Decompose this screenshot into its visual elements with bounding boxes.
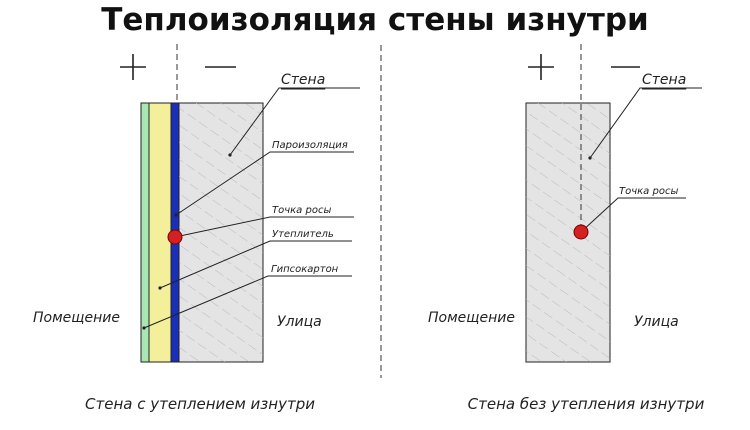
wall-leader (229, 87, 360, 156)
right-diagram: Стена Точка росы Помещение Улица Стена б… (428, 44, 705, 413)
left-diagram: Стена Пароизоляция Точка росы Утеплитель… (33, 44, 360, 413)
label-wall: Стена (281, 72, 325, 88)
label-room: Помещение (33, 310, 120, 326)
label-dew-point: Точка росы (619, 186, 678, 197)
wall-hatch (179, 103, 263, 362)
label-wall: Стена (642, 72, 686, 88)
label-dew-point: Точка росы (272, 205, 331, 216)
label-insulation: Утеплитель (272, 229, 334, 240)
insulation-layer (148, 102, 172, 363)
plus-sign (120, 54, 146, 80)
label-room: Помещение (428, 310, 515, 326)
right-caption: Стена без утепления изнутри (468, 395, 705, 413)
label-street: Улица (277, 314, 322, 330)
dew-point-marker (167, 229, 183, 245)
page-title: Теплоизоляция стены изнутри (101, 2, 648, 38)
label-street: Улица (634, 314, 679, 330)
drywall-layer (140, 102, 150, 363)
wall-hatch (526, 103, 610, 362)
label-drywall: Гипсокартон (271, 264, 339, 275)
dew-point-marker (573, 224, 589, 240)
wall-leader (589, 87, 702, 159)
plus-sign (528, 54, 554, 80)
left-caption: Стена с утеплением изнутри (85, 395, 315, 413)
label-vapor-barrier: Пароизоляция (272, 140, 348, 151)
